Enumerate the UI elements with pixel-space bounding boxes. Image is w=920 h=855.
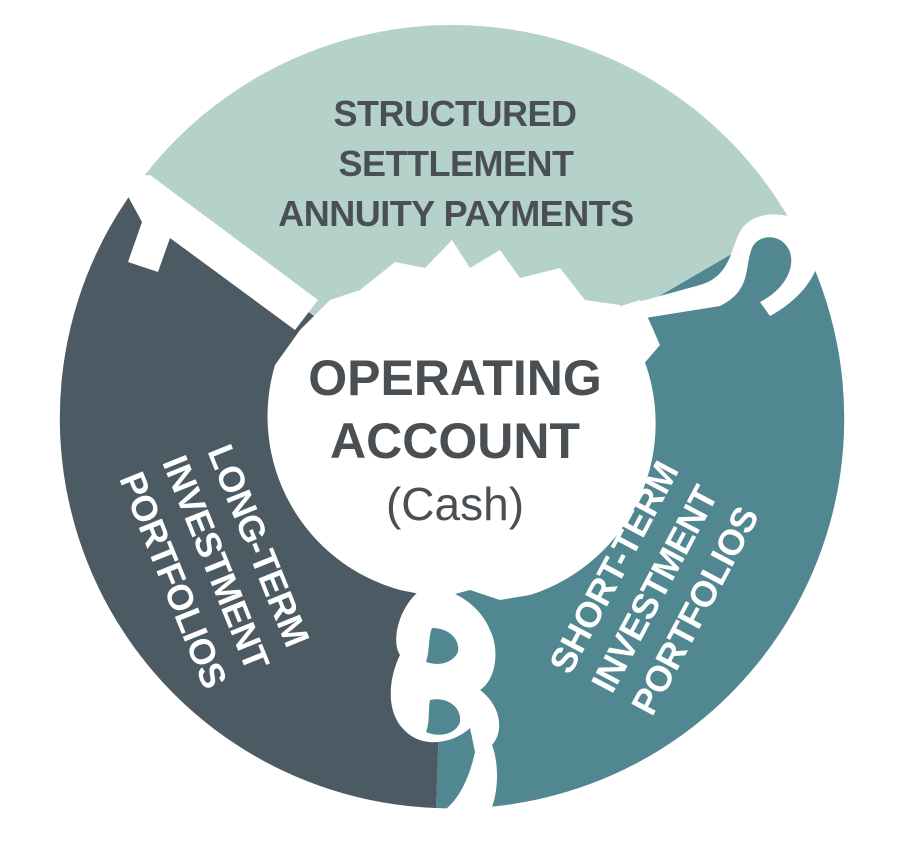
top-label-line1: STRUCTURED xyxy=(334,93,577,134)
segment-long-term xyxy=(59,184,450,808)
top-label-line2: SETTLEMENT xyxy=(339,143,575,184)
center-label-line1: OPERATING xyxy=(308,350,602,406)
key-3-inner-lower xyxy=(426,699,461,735)
center-operating-account xyxy=(267,240,656,600)
top-label-line3: ANNUITY PAYMENTS xyxy=(278,193,633,234)
center-label-line2: ACCOUNT xyxy=(330,413,580,469)
divider-key-1 xyxy=(118,175,318,330)
key-3-inner-upper xyxy=(426,628,459,664)
segment-structured-settlement xyxy=(138,24,790,418)
divider-key-3 xyxy=(390,585,500,812)
center-label-line3: (Cash) xyxy=(386,478,524,530)
